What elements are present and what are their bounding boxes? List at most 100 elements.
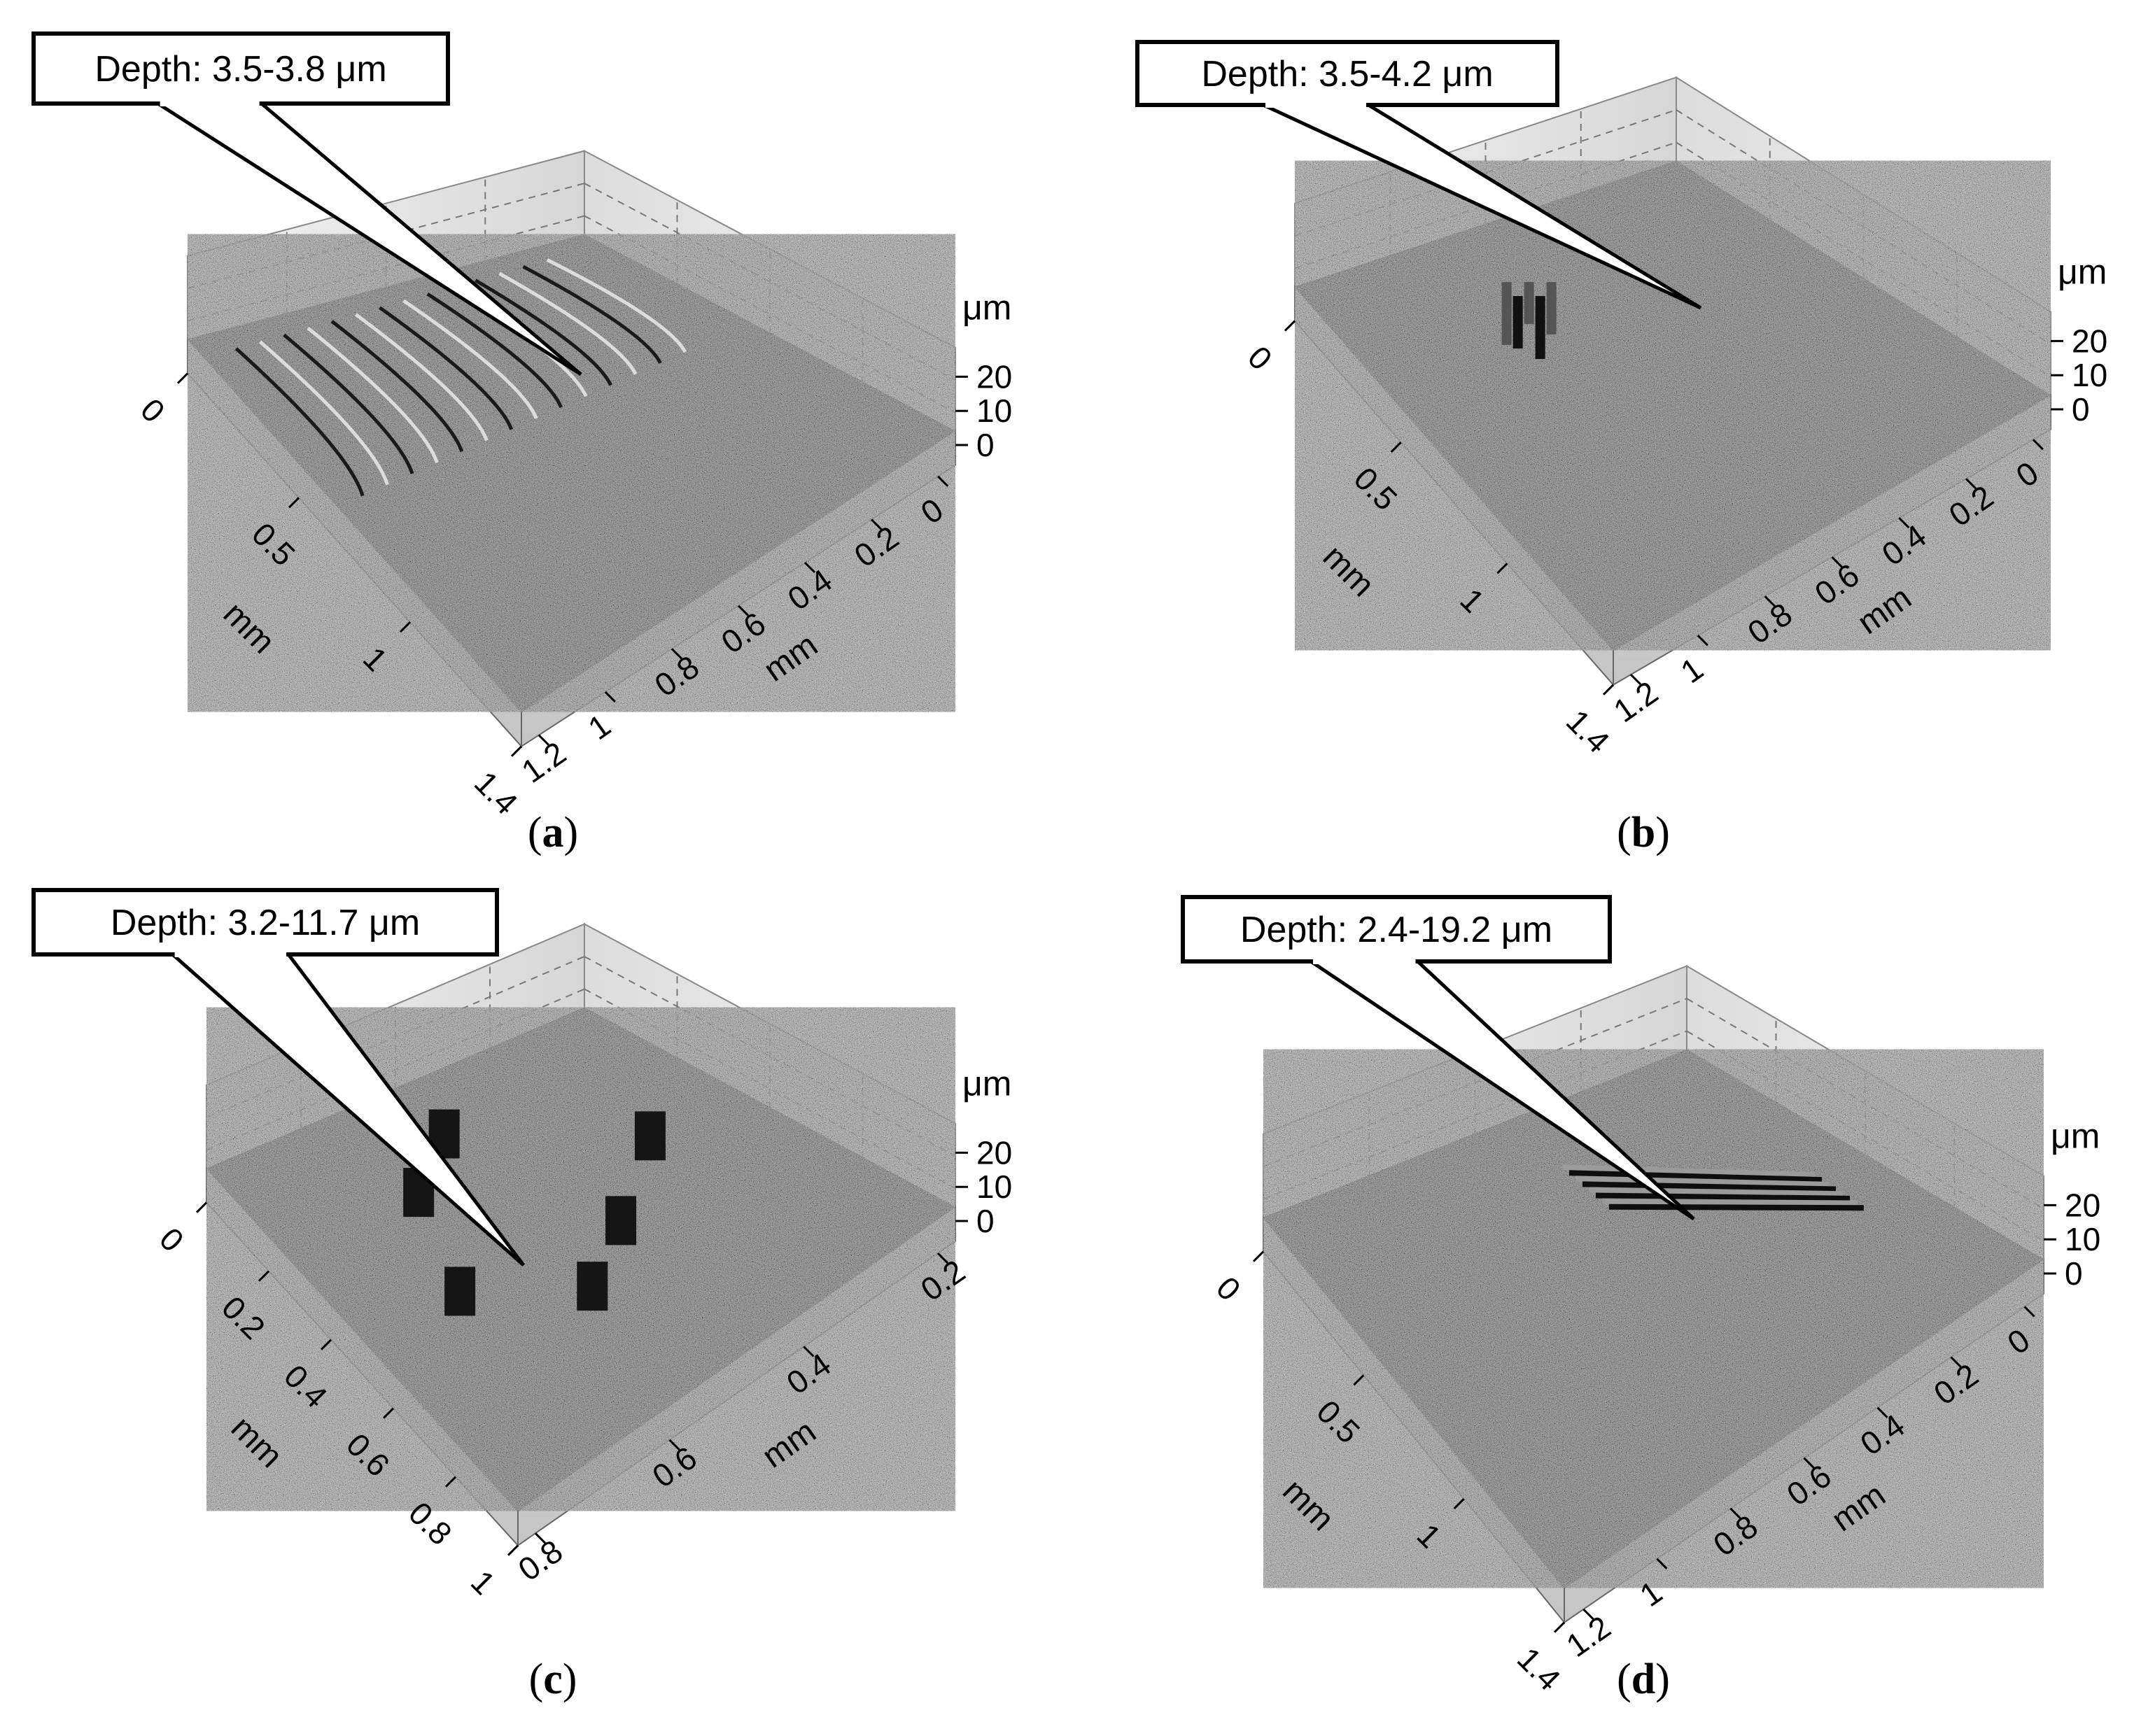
left-axis-unit: mm (224, 1409, 290, 1475)
left-axis-tick-mark (1252, 1250, 1265, 1262)
pit-feature (444, 1266, 476, 1316)
wall-gridline (1686, 1030, 2044, 1242)
right-axis-unit: mm (756, 1413, 823, 1475)
right-axis-tick-mark (671, 648, 682, 660)
wall-gridline (1676, 141, 2051, 378)
surface-texture (1295, 160, 2051, 651)
right-axis-tick-mark (1697, 635, 1708, 647)
left-axis-unit: mm (1316, 538, 1382, 604)
left-axis-tick-mark (510, 745, 523, 757)
asperity-cluster (1501, 282, 1512, 346)
right-axis-tick-mark (1629, 674, 1642, 686)
right-axis-tick-label: 1 (1674, 650, 1710, 690)
panel-caption: (d) (1617, 1656, 1670, 1703)
right-axis-tick-mark (871, 518, 883, 530)
callout-box (1181, 895, 1612, 964)
wall-gridline (206, 988, 585, 1151)
z-axis-unit: μm (2051, 1117, 2100, 1156)
surface-texture (188, 234, 955, 712)
callout-box (31, 888, 499, 957)
z-tick-label: 20 (976, 358, 1012, 395)
wall-gridline (584, 183, 956, 381)
left-axis-unit: mm (1275, 1472, 1341, 1538)
scratch-arc (474, 278, 612, 386)
panel-caption: (a) (528, 809, 578, 856)
right-axis-tick-mark (1950, 1356, 1962, 1368)
caption-letter: b (1631, 809, 1655, 856)
z-tick-label: 20 (2065, 1187, 2100, 1223)
right-axis-tick-mark (1803, 1457, 1815, 1469)
left-axis-tick-label: 0.5 (1310, 1393, 1367, 1451)
right-axis-tick-mark (534, 1532, 547, 1544)
left-axis-tick-mark (1353, 1374, 1365, 1386)
right-axis-tick-mark (538, 734, 549, 746)
callout-join (174, 952, 287, 957)
asperity-cluster (1512, 296, 1523, 349)
scratch-arc (426, 292, 563, 409)
left-axis-tick-label: 1.4 (1559, 703, 1617, 760)
z-tick-label: 10 (2065, 1221, 2100, 1257)
left-axis-tick-label: 0 (153, 1220, 191, 1259)
right-axis-tick-mark (1656, 1558, 1668, 1569)
left-axis-tick-mark (258, 1270, 270, 1282)
callout-depth-label: Depth: 3.5-4.2 μm (1201, 54, 1493, 94)
right-axis-tick-mark (1764, 595, 1776, 607)
left-axis-tick-label: 0.2 (215, 1289, 272, 1346)
right-axis-tick-mark (1582, 1608, 1594, 1620)
left-axis-tick-label: 0.4 (277, 1357, 335, 1415)
z-tick-label: 0 (976, 427, 995, 463)
left-axis-tick-mark (507, 1544, 519, 1556)
slab-side-right (1613, 393, 2051, 686)
right-axis-tick-label: 0 (2009, 454, 2045, 494)
surface-panel-c: μm0102000.20.40.60.81mm0.20.40.60.8mmDep… (31, 888, 1012, 1703)
wall-gridline (1294, 109, 1677, 237)
left-axis-tick-label: 0.6 (339, 1426, 397, 1483)
left-axis-tick-label: 0 (134, 391, 172, 430)
caption-letter: d (1631, 1656, 1655, 1703)
surface-panel-b: μm0102000.511.4mm00.20.40.60.811.2mmDept… (1135, 40, 2107, 856)
wall-gridline (584, 215, 956, 414)
left-axis-tick-mark (195, 1201, 208, 1213)
right-axis-tick-mark (1965, 478, 1977, 490)
scratch-arc (258, 340, 389, 486)
left-axis-tick-mark (1390, 441, 1402, 453)
left-axis-tick-mark (1453, 1497, 1465, 1510)
ridge-line (1602, 1198, 1857, 1206)
callout-box (31, 31, 450, 106)
z-tick-label: 10 (2072, 357, 2107, 393)
right-axis-tick-label: 1 (1633, 1574, 1669, 1614)
left-axis-tick-label: 1 (356, 640, 395, 678)
left-axis-tick-mark (382, 1407, 395, 1419)
left-axis-tick-label: 1.4 (1510, 1640, 1568, 1698)
asperity-cluster (1535, 296, 1545, 360)
right-axis-tick-mark (936, 1252, 949, 1264)
caption-letter: a (542, 809, 564, 856)
left-axis-tick-mark (444, 1476, 457, 1488)
caption-letter: c (543, 1656, 563, 1703)
right-axis-tick-mark (804, 561, 816, 574)
wall-gridline (1294, 141, 1677, 269)
left-axis-tick-mark (1496, 563, 1508, 574)
scratch-arc (234, 347, 365, 497)
asperity-cluster (1524, 282, 1534, 325)
left-axis-tick-label: 0 (1241, 339, 1279, 377)
right-axis-tick-mark (604, 691, 616, 703)
scratch-arc (379, 306, 514, 430)
callout-depth-label: Depth: 3.5-3.8 μm (94, 49, 386, 90)
left-axis-tick-mark (176, 372, 189, 384)
scratch-arc (330, 320, 464, 453)
left-axis-tick-label: 1 (464, 1563, 503, 1602)
left-axis-tick-label: 1.4 (468, 764, 525, 821)
left-axis-tick-mark (1602, 684, 1615, 696)
slab-side-right (1564, 1257, 2044, 1624)
left-axis-tick-mark (1553, 1621, 1566, 1633)
left-axis-tick-label: 1 (1410, 1516, 1449, 1555)
callout-depth-label: Depth: 2.4-19.2 μm (1240, 910, 1552, 950)
scratch-arc (546, 258, 687, 353)
asperity-cluster (1546, 282, 1557, 335)
left-axis-tick-label: 0 (1209, 1269, 1248, 1308)
z-axis-unit: μm (962, 288, 1011, 327)
left-axis-tick-label: 0.5 (245, 516, 302, 573)
surface-panel-a: μm0102000.511.4mm00.20.40.60.811.2mmDept… (31, 31, 1012, 856)
